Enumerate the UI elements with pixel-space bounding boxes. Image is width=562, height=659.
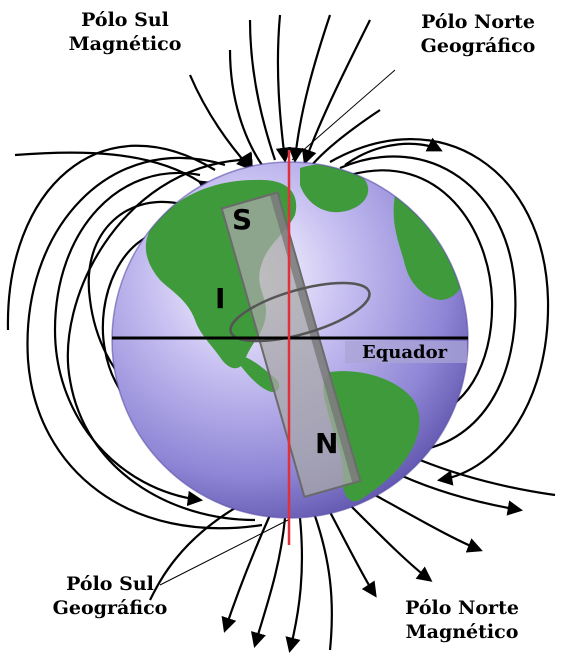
field-line-left-3 bbox=[6, 144, 216, 331]
field-line-bottom-7 bbox=[374, 494, 483, 553]
field-line-bottom-6 bbox=[349, 504, 433, 582]
label-north-magnetic-pole-line1: Pólo Norte bbox=[405, 597, 519, 619]
field-line-bottom-1 bbox=[221, 514, 272, 633]
field-line-bottom-8 bbox=[399, 473, 524, 516]
land-greenland bbox=[300, 164, 369, 213]
magnet-letter-i: I bbox=[215, 282, 226, 315]
field-line-bottom-10 bbox=[149, 504, 241, 601]
label-south-magnetic-pole-line1: Pólo Sul bbox=[81, 9, 169, 31]
field-line-right-2 bbox=[349, 169, 494, 421]
equator-label-bg bbox=[345, 341, 467, 363]
label-north-geographic-pole-line2: Geográfico bbox=[420, 35, 536, 57]
equator-label: Equador bbox=[362, 342, 448, 363]
field-line-bottom-4 bbox=[313, 515, 333, 651]
field-line-right-1 bbox=[339, 155, 517, 452]
field-line-top-5 bbox=[288, 14, 332, 164]
field-line-left-7 bbox=[53, 172, 204, 507]
pointer-north-geographic bbox=[291, 69, 396, 161]
current-loop bbox=[229, 281, 371, 343]
field-line-right-3 bbox=[329, 138, 550, 486]
label-north-magnetic-pole-line2: Magnético bbox=[405, 621, 519, 643]
land-central-america bbox=[240, 355, 280, 392]
pointer-south-geographic bbox=[159, 519, 289, 586]
field-line-top-7 bbox=[311, 109, 381, 166]
field-line-top-2 bbox=[228, 49, 263, 166]
field-line-right-4 bbox=[344, 137, 443, 166]
field-line-bottom-3 bbox=[285, 517, 304, 653]
label-south-magnetic-pole: Pólo Sul Magnético bbox=[60, 8, 190, 56]
label-north-geographic-pole-line1: Pólo Norte bbox=[421, 11, 535, 33]
land-africa bbox=[393, 195, 465, 300]
field-line-bottom-9 bbox=[419, 458, 556, 497]
label-south-geographic-pole: Pólo Sul Geográfico bbox=[40, 572, 180, 620]
field-line-top-3 bbox=[248, 19, 277, 161]
label-south-geographic-pole-line1: Pólo Sul bbox=[66, 573, 154, 595]
field-line-top-6 bbox=[301, 19, 371, 165]
field-line-left-1 bbox=[66, 151, 256, 522]
label-south-geographic-pole-line2: Geográfico bbox=[52, 597, 168, 619]
magnet-letter-n: N bbox=[315, 427, 339, 460]
field-line-bottom-5 bbox=[329, 511, 377, 598]
field-lines bbox=[6, 14, 556, 653]
magnet-letter-s: S bbox=[232, 203, 253, 236]
label-north-geographic-pole: Pólo Norte Geográfico bbox=[408, 10, 548, 58]
label-north-magnetic-pole: Pólo Norte Magnético bbox=[392, 596, 532, 644]
field-line-left-2 bbox=[26, 156, 263, 530]
field-line-bottom-2 bbox=[250, 517, 287, 648]
label-south-magnetic-pole-line2: Magnético bbox=[68, 33, 182, 55]
field-line-top-1 bbox=[188, 74, 253, 171]
field-line-top-4 bbox=[275, 14, 292, 164]
